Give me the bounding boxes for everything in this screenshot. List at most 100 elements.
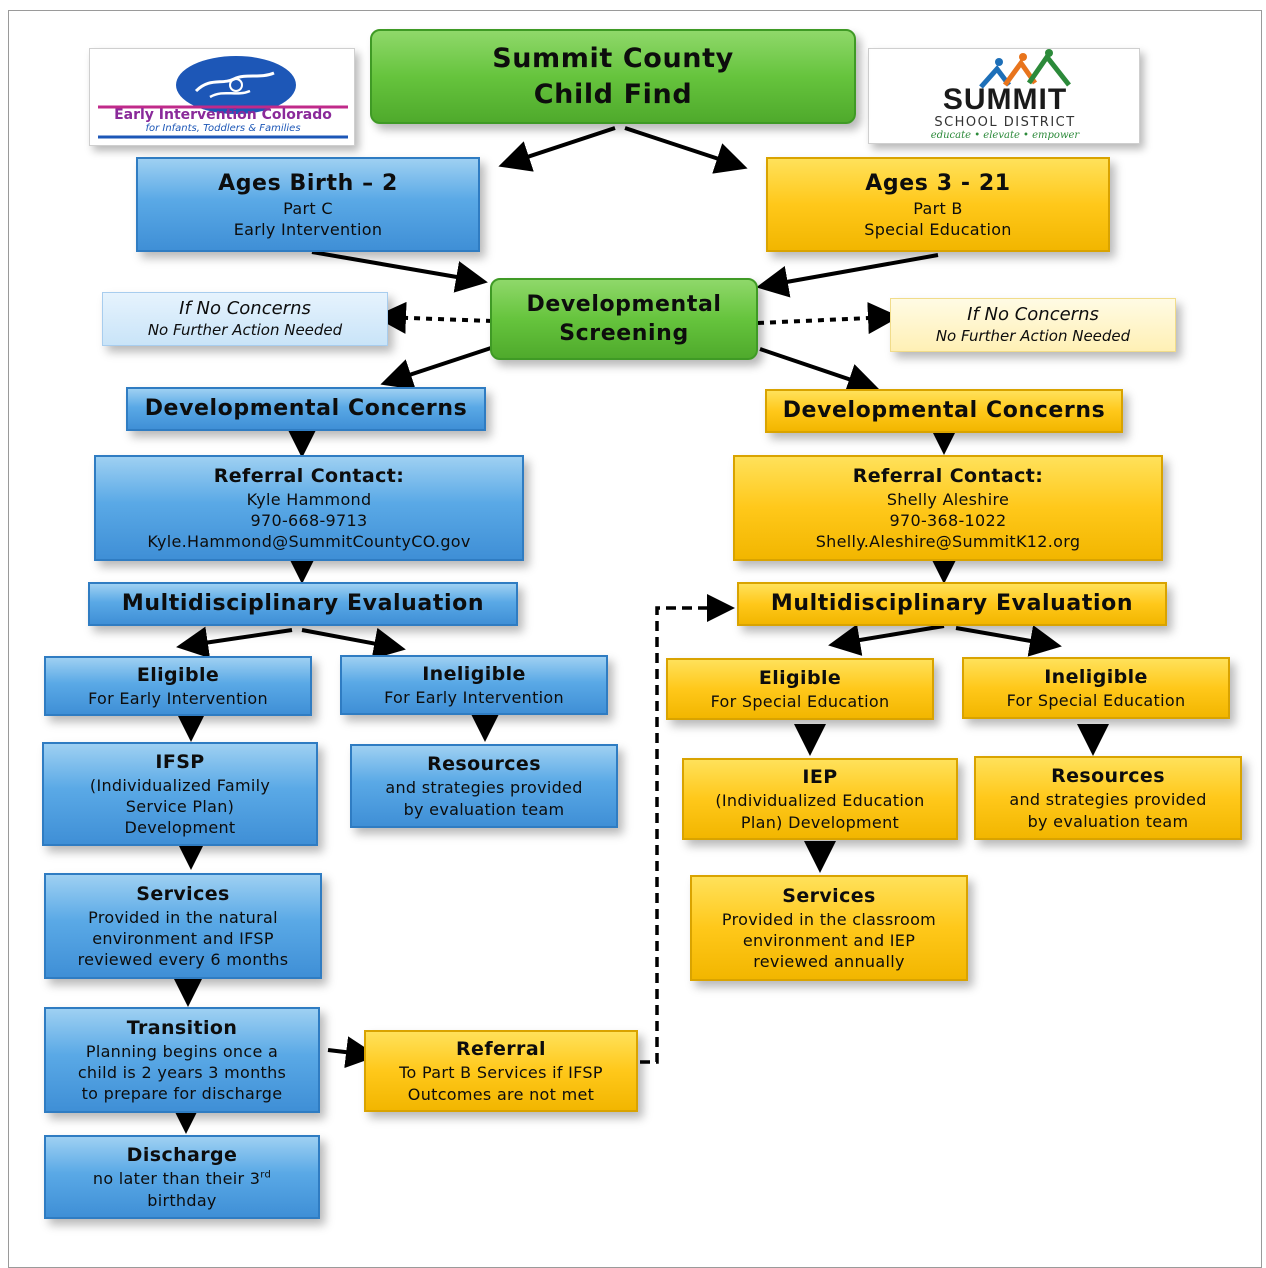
left-no-concerns-sub: No Further Action Needed (147, 320, 343, 339)
right-referral-contact-box: Referral Contact: Shelly Aleshire 970-36… (733, 455, 1163, 561)
arrow-left-eval-eligible (176, 626, 293, 659)
title-line1: Summit County (492, 42, 734, 74)
iep-line1: (Individualized Education (715, 791, 925, 811)
arrow-left-ages-to-screening (311, 250, 488, 293)
left-evaluation-box: Multidisciplinary Evaluation (88, 582, 518, 626)
referral-partb-box: Referral To Part B Services if IFSP Outc… (364, 1030, 638, 1112)
right-referral-email: Shelly.Aleshire@SummitK12.org (815, 532, 1081, 552)
left-concerns-box: Developmental Concerns (126, 387, 486, 431)
arrow-dashed-referral-to-evaluation (640, 594, 735, 1064)
left-no-concerns-title: If No Concerns (179, 298, 311, 320)
early-intervention-name: Early Intervention Colorado (114, 107, 332, 123)
right-resources-line2: by evaluation team (1027, 811, 1189, 831)
left-eligible-box: Eligible For Early Intervention (44, 656, 312, 716)
left-eligible-sub: For Early Intervention (88, 688, 268, 708)
left-services-line3: reviewed every 6 months (77, 950, 289, 970)
arrow-dotted-left-no-concerns (374, 301, 493, 334)
arrow-screening-to-left-concerns (380, 345, 495, 390)
right-evaluation-box: Multidisciplinary Evaluation (737, 582, 1167, 626)
right-ages-line1: Part B (913, 198, 963, 218)
right-no-concerns-title: If No Concerns (967, 304, 1099, 326)
ifsp-line3: Development (124, 818, 236, 838)
left-services-title: Services (136, 882, 230, 905)
arrow-right-eval-eligible (828, 624, 945, 656)
right-no-concerns-sub: No Further Action Needed (935, 326, 1131, 345)
arrow-title-to-right (624, 126, 748, 174)
right-resources-box: Resources and strategies provided by eva… (974, 756, 1242, 840)
left-referral-title: Referral Contact: (213, 464, 405, 487)
right-evaluation-label: Multidisciplinary Evaluation (770, 591, 1134, 617)
arrow-screening-to-right-concerns (759, 347, 880, 395)
left-services-line2: environment and IFSP (92, 928, 274, 948)
transition-line3: to prepare for discharge (81, 1084, 283, 1104)
summit-logo-name: SUMMIT (942, 83, 1068, 116)
right-resources-title: Resources (1051, 765, 1165, 788)
left-referral-phone: 970-668-9713 (250, 510, 368, 530)
right-services-line3: reviewed annually (753, 952, 905, 972)
discharge-box: Discharge no later than their 3rd birthd… (44, 1135, 320, 1219)
early-intervention-logo: Early Intervention Colorado for Infants,… (89, 48, 355, 146)
left-services-line1: Provided in the natural (88, 907, 278, 927)
right-eligible-sub: For Special Education (710, 691, 890, 711)
left-no-concerns-box: If No Concerns No Further Action Needed (102, 292, 388, 346)
right-referral-phone: 970-368-1022 (889, 510, 1007, 530)
transition-line2: child is 2 years 3 months (77, 1062, 287, 1082)
right-eligible-title: Eligible (758, 666, 842, 689)
right-ages-title: Ages 3 - 21 (865, 170, 1011, 196)
right-ages-box: Ages 3 - 21 Part B Special Education (766, 157, 1110, 252)
left-evaluation-label: Multidisciplinary Evaluation (121, 591, 485, 617)
iep-title: IEP (802, 766, 838, 789)
right-concerns-label: Developmental Concerns (782, 398, 1106, 424)
referral-partb-line1: To Part B Services if IFSP (399, 1063, 603, 1083)
left-eligible-title: Eligible (136, 663, 220, 686)
title-line2: Child Find (533, 78, 693, 110)
summit-logo-sub: SCHOOL DISTRICT (934, 115, 1076, 130)
transition-title: Transition (126, 1016, 238, 1039)
left-ages-line1: Part C (283, 198, 333, 218)
discharge-title: Discharge (126, 1144, 238, 1167)
arrow-right-ages-to-screening (756, 253, 939, 298)
arrow-dotted-right-no-concerns (757, 302, 900, 335)
ifsp-title: IFSP (155, 750, 205, 773)
discharge-line1-text: no later than their 3 (92, 1169, 261, 1189)
right-ineligible-title: Ineligible (1044, 665, 1148, 688)
left-ineligible-box: Ineligible For Early Intervention (340, 655, 608, 715)
hands-heart-icon (98, 56, 348, 139)
summit-school-district-logo: SUMMIT SCHOOL DISTRICT educate • elevate… (868, 48, 1140, 144)
left-referral-name: Kyle Hammond (246, 489, 372, 509)
left-ages-box: Ages Birth – 2 Part C Early Intervention (136, 157, 480, 252)
right-referral-title: Referral Contact: (852, 464, 1044, 487)
left-resources-box: Resources and strategies provided by eva… (350, 744, 618, 828)
left-ages-title: Ages Birth – 2 (218, 170, 398, 196)
screening-line1: Developmental (526, 291, 722, 317)
ifsp-box: IFSP (Individualized Family Service Plan… (42, 742, 318, 846)
left-resources-line1: and strategies provided (385, 778, 583, 798)
left-ineligible-sub: For Early Intervention (384, 687, 564, 707)
iep-line2: Plan) Development (740, 812, 900, 832)
right-concerns-box: Developmental Concerns (765, 389, 1123, 433)
iep-box: IEP (Individualized Education Plan) Deve… (682, 758, 958, 840)
left-services-box: Services Provided in the natural environ… (44, 873, 322, 979)
arrow-right-eval-ineligible (955, 625, 1062, 657)
right-referral-name: Shelly Aleshire (886, 489, 1010, 509)
right-services-line2: environment and IEP (742, 930, 916, 950)
ifsp-line1: (Individualized Family (89, 775, 271, 795)
summit-logo-tagline: educate • elevate • empower (930, 130, 1080, 141)
right-eligible-box: Eligible For Special Education (666, 658, 934, 720)
title-box: Summit County Child Find (370, 29, 856, 124)
left-resources-line2: by evaluation team (403, 799, 565, 819)
left-referral-email: Kyle.Hammond@SummitCountyCO.gov (147, 532, 471, 552)
early-intervention-tagline: for Infants, Toddlers & Families (145, 123, 301, 134)
referral-partb-title: Referral (456, 1038, 546, 1061)
right-resources-line1: and strategies provided (1009, 790, 1207, 810)
discharge-line1-sup: rd (260, 1170, 272, 1182)
discharge-line2: birthday (147, 1190, 217, 1210)
figures-icon (979, 49, 1071, 89)
right-ages-line2: Special Education (864, 220, 1012, 240)
left-referral-contact-box: Referral Contact: Kyle Hammond 970-668-9… (94, 455, 524, 561)
referral-partb-line2: Outcomes are not met (407, 1084, 595, 1104)
right-ineligible-box: Ineligible For Special Education (962, 657, 1230, 719)
left-concerns-label: Developmental Concerns (144, 396, 468, 422)
discharge-line1: no later than their 3rd (93, 1168, 271, 1189)
